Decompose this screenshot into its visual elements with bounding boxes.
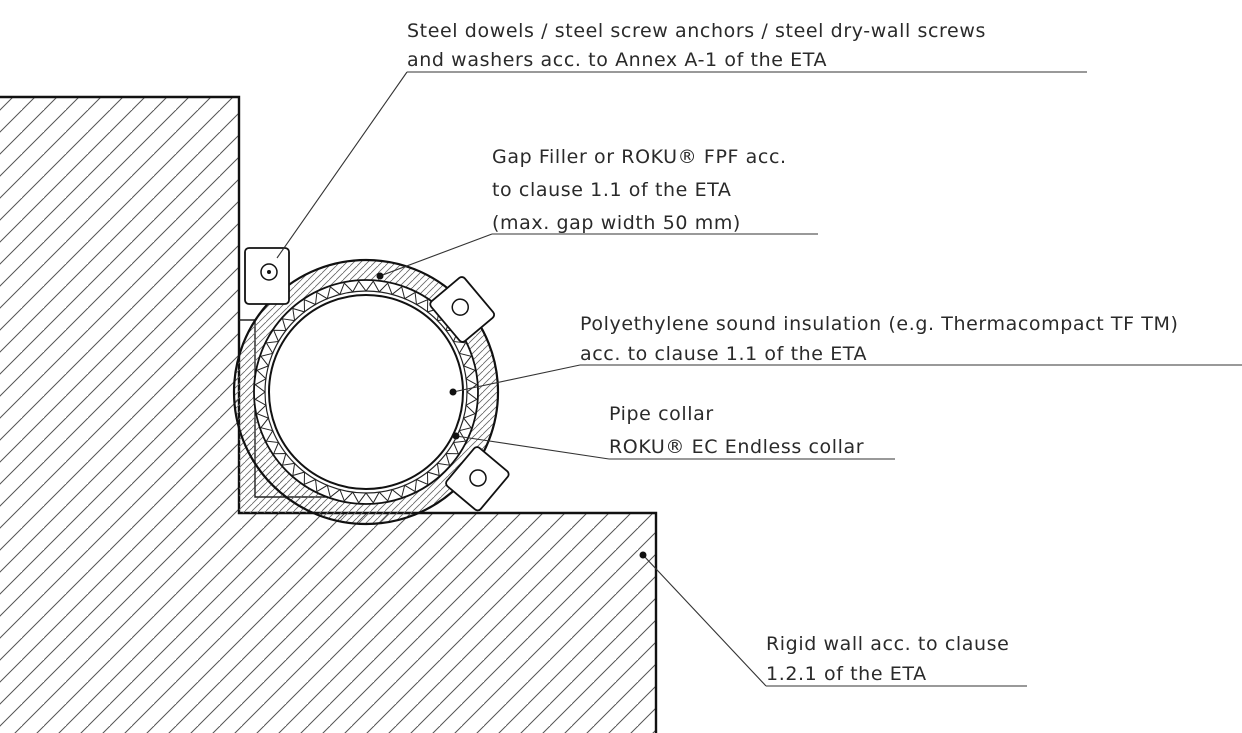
svg-text:acc. to clause 1.1 of the ETA: acc. to clause 1.1 of the ETA <box>580 343 867 365</box>
svg-text:Gap Filler or ROKU® FPF acc.: Gap Filler or ROKU® FPF acc. <box>492 146 787 168</box>
pipe <box>268 294 464 490</box>
anchor-bracket-top-right <box>429 276 496 343</box>
leader-dot <box>639 551 647 559</box>
svg-text:to clause 1.1 of the ETA: to clause 1.1 of the ETA <box>492 179 732 201</box>
label-gap-filler: Gap Filler or ROKU® FPF acc. to clause 1… <box>376 146 818 280</box>
screw-icon <box>260 263 278 281</box>
svg-text:1.2.1 of the ETA: 1.2.1 of the ETA <box>766 663 927 685</box>
pipe-assembly <box>232 258 500 526</box>
label-sound-insulation: Polyethylene sound insulation (e.g. Ther… <box>449 313 1242 396</box>
svg-text:ROKU® EC Endless collar: ROKU® EC Endless collar <box>609 436 864 458</box>
sound-insulation-ring <box>264 290 468 494</box>
svg-text:and washers acc. to Annex A-1: and washers acc. to Annex A-1 of the ETA <box>407 49 827 71</box>
svg-text:Polyethylene sound insulation: Polyethylene sound insulation (e.g. Ther… <box>580 313 1178 335</box>
label-anchors: Steel dowels / steel screw anchors / ste… <box>276 20 1087 259</box>
svg-text:Pipe collar: Pipe collar <box>609 403 714 425</box>
label-pipe-collar: Pipe collar ROKU® EC Endless collar <box>452 403 895 460</box>
leader-dot <box>376 272 384 280</box>
svg-text:(max. gap width 50 mm): (max. gap width 50 mm) <box>492 212 741 234</box>
leader-dot <box>452 432 460 440</box>
svg-text:Rigid wall acc. to clause: Rigid wall acc. to clause <box>766 633 1009 655</box>
anchor-bracket-top-left <box>244 247 290 305</box>
screw-icon <box>451 298 469 316</box>
svg-text:Steel dowels / steel screw anc: Steel dowels / steel screw anchors / ste… <box>407 20 986 42</box>
screw-icon <box>469 469 487 487</box>
leader-dot <box>449 388 457 396</box>
anchor-bracket-bottom-right <box>445 446 510 512</box>
label-rigid-wall: Rigid wall acc. to clause 1.2.1 of the E… <box>639 551 1027 687</box>
